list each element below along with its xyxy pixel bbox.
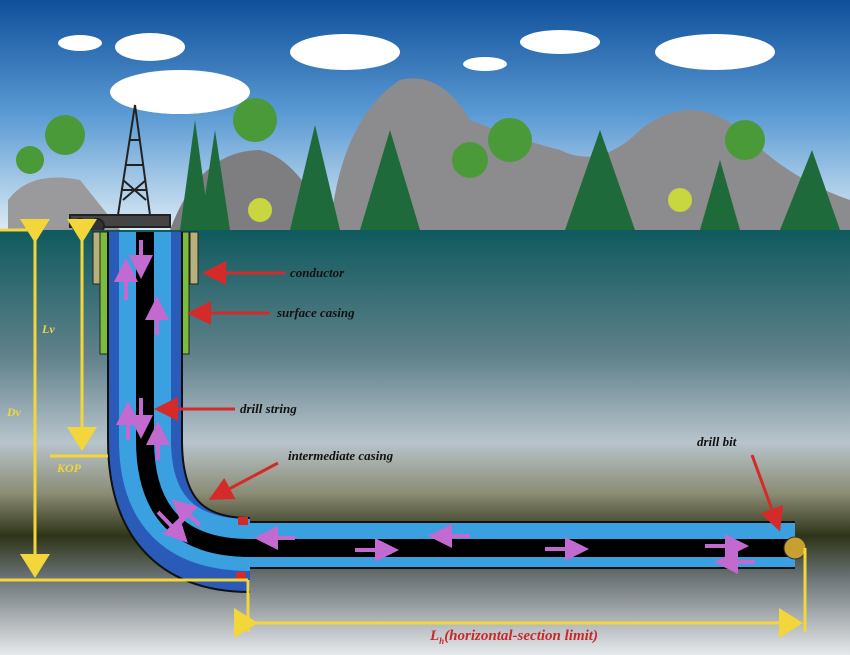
trees xyxy=(16,98,840,230)
lh-text: (horizontal-section limit) xyxy=(444,628,598,644)
label-dv: Dv xyxy=(7,405,21,419)
label-kop: KOP xyxy=(57,461,81,475)
label-intermediate-casing: intermediate casing xyxy=(288,448,394,463)
flow-arrows xyxy=(114,240,755,574)
pointer-arrows xyxy=(154,261,784,532)
lh-symbol: L xyxy=(430,628,440,644)
label-conductor: conductor xyxy=(290,265,345,280)
lh-subscript: h xyxy=(439,636,445,646)
label-surface-casing: surface casing xyxy=(277,305,355,320)
label-drill-string: drill string xyxy=(240,401,297,416)
dimension-lines xyxy=(0,219,807,638)
drill-bit xyxy=(783,536,807,560)
clouds xyxy=(58,30,775,114)
label-drill-bit: drill bit xyxy=(697,434,737,449)
label-lv: Lv xyxy=(42,322,55,336)
label-horizontal-section-limit: Lh(horizontal-section limit) xyxy=(430,628,598,646)
